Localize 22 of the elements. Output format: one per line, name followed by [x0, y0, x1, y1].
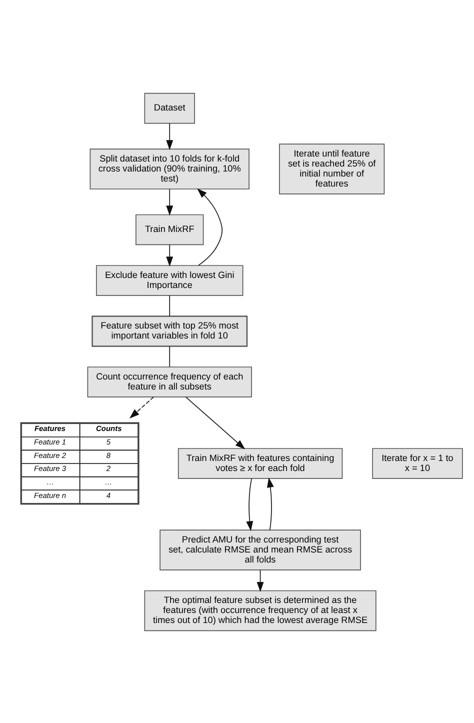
connector — [169, 294, 170, 316]
arrow — [129, 396, 154, 418]
node-box: Predict AMU for the corresponding test set, calculate RMSE and mean RMSE across all folds — [160, 529, 361, 570]
arrow — [256, 569, 264, 592]
arrow — [166, 244, 174, 266]
node-box: Train MixRF with features containing votes ≥ x for each fold — [178, 448, 343, 478]
node-box: Iterate for x = 1 to x = 10 — [372, 448, 463, 478]
node-box: Feature subset with top 25% most important variables in fold 10 — [92, 315, 248, 346]
node-box: Count occurrence frequency of each feature in all subsets — [87, 366, 252, 397]
node-box: The optimal feature subset is determined as the features (with occurrence frequency of at least x times out of 10) which had the lowest average RMSE — [144, 590, 376, 631]
arrow — [266, 476, 274, 530]
node-box: Exclude feature with lowest Gini Importance — [96, 264, 244, 296]
connector — [169, 345, 170, 367]
arrow — [166, 188, 174, 216]
arrow — [197, 188, 223, 266]
arrow — [246, 478, 254, 531]
node-box: Split dataset into 10 folds for k-fold cross validation (90% training, 10% test) — [90, 148, 250, 189]
node-box: Train MixRF — [136, 214, 204, 245]
node-box: Dataset — [144, 92, 195, 124]
node-box: Iterate until feature set is reached 25% of initial number of features — [279, 143, 385, 194]
arrow — [166, 122, 174, 150]
arrow — [185, 396, 246, 449]
